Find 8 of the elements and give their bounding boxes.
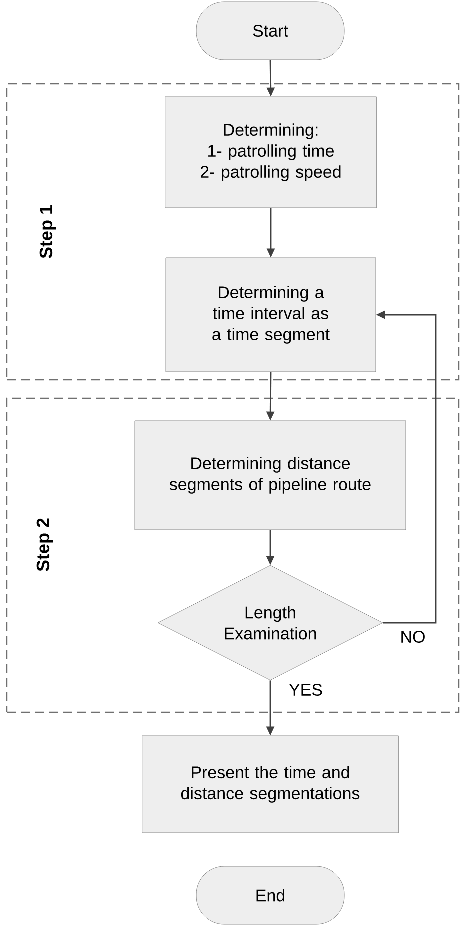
edge-label: YES bbox=[289, 684, 322, 696]
process-box: Determining distance segments of pipeline route bbox=[134, 420, 406, 530]
process-box: Present the time and distance segmentations bbox=[142, 736, 399, 834]
process-box: Determining a time interval as a time segment bbox=[166, 258, 376, 372]
end-terminal: End bbox=[196, 866, 345, 925]
process-box: Determining: 1- patrolling time 2- patrolling speed bbox=[165, 96, 377, 208]
edge-label: NO bbox=[402, 630, 425, 644]
start-terminal: Start bbox=[196, 2, 345, 60]
